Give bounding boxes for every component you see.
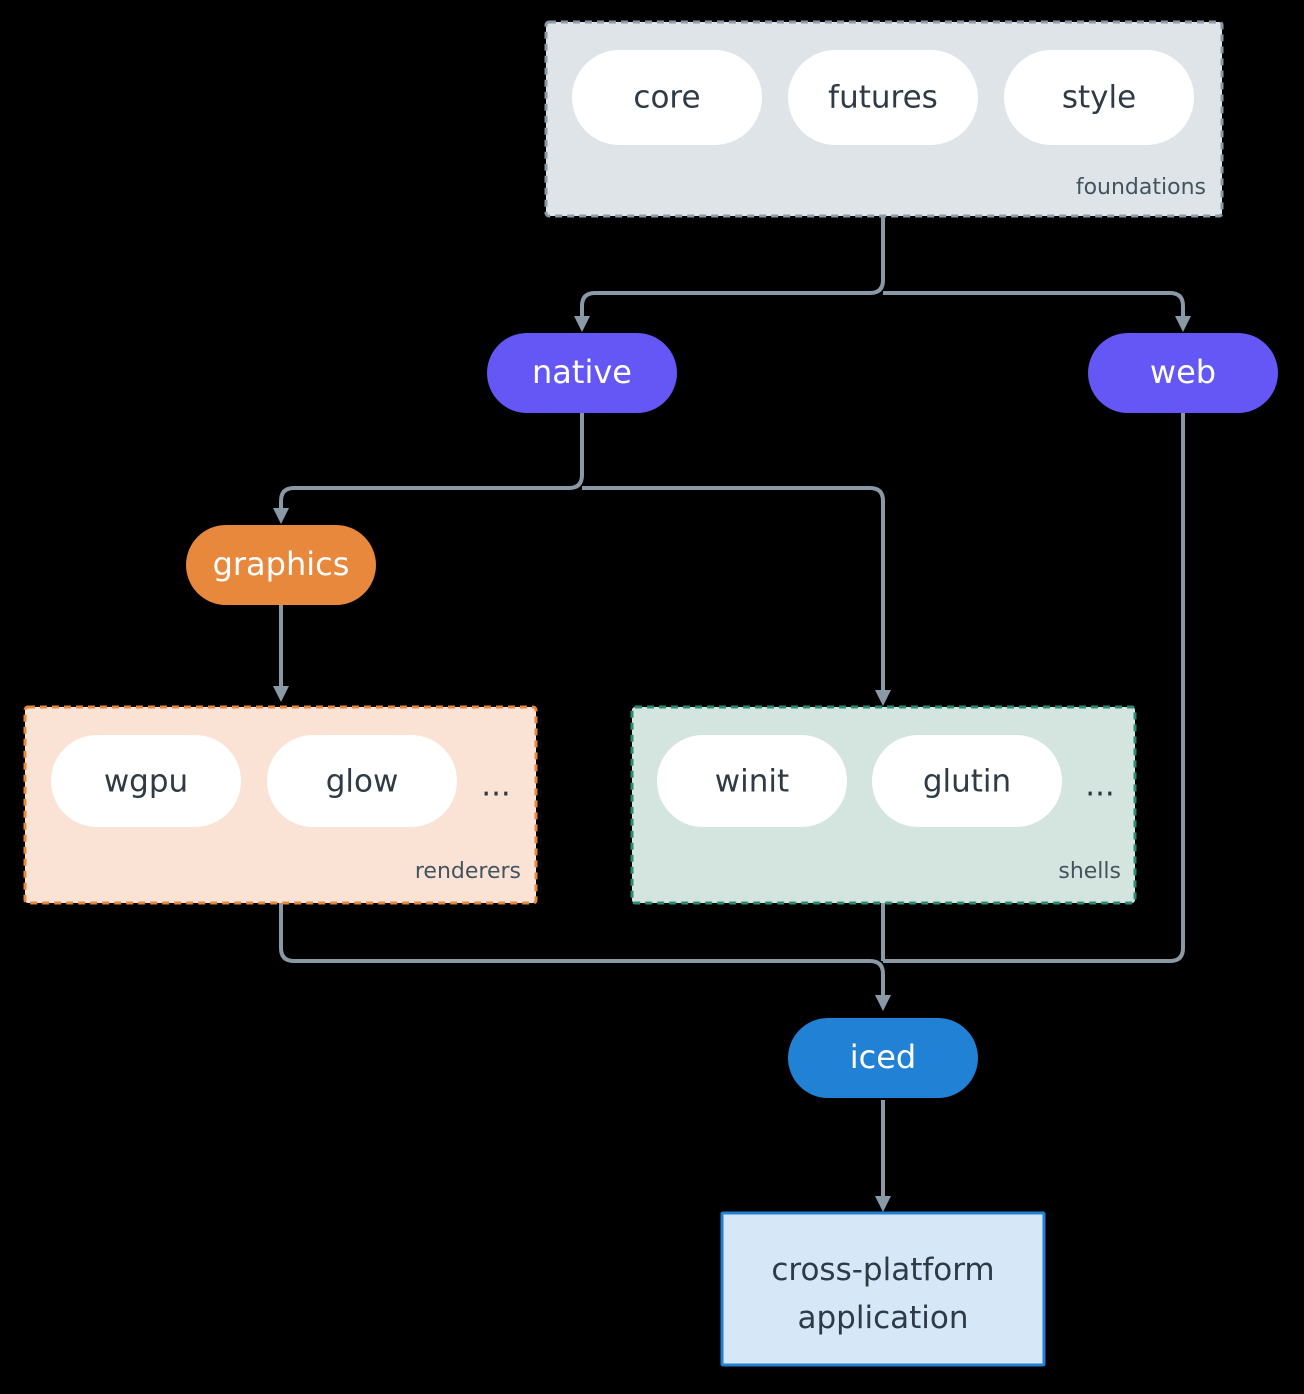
pill-glutin[interactable]: glutin (872, 735, 1062, 827)
edge-renderers-to-iced (279, 903, 885, 995)
pill-winit-shape (657, 735, 847, 827)
edge-foundations-to-web (883, 291, 1185, 318)
shells-ellipsis: ... (1085, 768, 1115, 804)
shells-caption: shells (1058, 859, 1121, 884)
pill-glutin-label: glutin (923, 764, 1011, 800)
group-foundations: core futures style foundations (544, 20, 1224, 218)
pill-glow-label: glow (326, 764, 399, 800)
application-label-line1: cross-platform (771, 1252, 994, 1288)
pill-winit-label: winit (715, 764, 789, 800)
pill-glutin-shape (872, 735, 1062, 827)
node-iced[interactable]: iced (788, 1018, 978, 1098)
node-native-label: native (532, 353, 632, 391)
arrow-head-application (875, 1196, 891, 1212)
pill-winit[interactable]: winit (657, 735, 847, 827)
node-iced-shape (788, 1018, 978, 1098)
arrow-head-renderers (273, 686, 289, 702)
renderers-ellipsis: ... (481, 768, 511, 804)
foundations-caption: foundations (1076, 175, 1206, 200)
node-web[interactable]: web (1088, 333, 1278, 413)
pill-wgpu-shape (51, 735, 241, 827)
edge-web-to-iced (883, 412, 1185, 963)
arrow-head-web (1175, 316, 1191, 332)
pill-glow-shape (267, 735, 457, 827)
pill-core-label: core (633, 80, 700, 116)
pill-futures-shape (788, 50, 978, 145)
pill-style-label: style (1062, 80, 1136, 116)
edge-foundations-split (580, 216, 885, 318)
node-iced-label: iced (850, 1038, 916, 1076)
pill-glow[interactable]: glow (267, 735, 457, 827)
pill-wgpu-label: wgpu (104, 764, 188, 800)
pill-core-shape (572, 50, 762, 145)
arrow-head-shells (875, 690, 891, 706)
node-web-label: web (1150, 353, 1216, 391)
node-web-shape (1088, 333, 1278, 413)
edge-native-split (279, 412, 584, 510)
application-label-line2: application (798, 1300, 969, 1336)
node-native-shape (487, 333, 677, 413)
group-shells: winit glutin ... shells (630, 705, 1137, 905)
application-box (720, 1211, 1046, 1367)
arrow-head-graphics (273, 508, 289, 524)
pill-style[interactable]: style (1004, 50, 1194, 145)
pill-style-shape (1004, 50, 1194, 145)
arrow-head-iced (875, 995, 891, 1011)
node-cross-platform-application[interactable]: cross-platform application (720, 1211, 1046, 1367)
edge-native-to-shells (582, 486, 885, 690)
renderers-caption: renderers (415, 859, 521, 884)
group-renderers: wgpu glow ... renderers (23, 705, 538, 905)
pill-futures-label: futures (828, 80, 938, 116)
pill-futures[interactable]: futures (788, 50, 978, 145)
node-graphics-label: graphics (213, 545, 350, 583)
node-graphics-shape (186, 525, 376, 605)
node-graphics[interactable]: graphics (186, 525, 376, 605)
node-native[interactable]: native (487, 333, 677, 413)
connector-layer (273, 216, 1191, 1212)
pill-core[interactable]: core (572, 50, 762, 145)
pill-wgpu[interactable]: wgpu (51, 735, 241, 827)
arrow-head-native (574, 316, 590, 332)
